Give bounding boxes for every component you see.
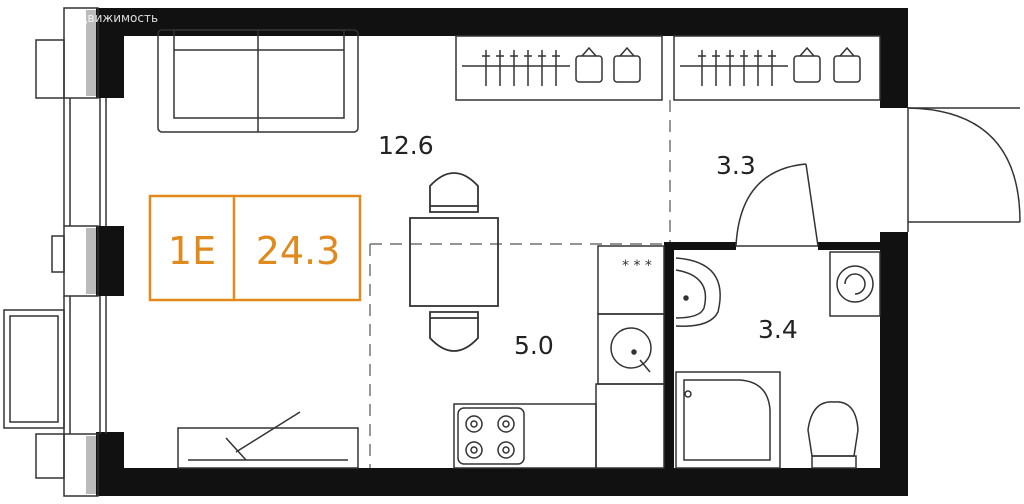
room-area-bathroom: 3.4: [758, 315, 798, 344]
sofa: [157, 29, 359, 133]
room-area-hall: 3.3: [716, 151, 756, 180]
apartment-tag-frame: [148, 194, 362, 302]
entrance-door: [907, 107, 1021, 232]
bathroom-door: [735, 163, 819, 247]
dining-table: [409, 172, 499, 352]
wardrobe-left: [455, 35, 663, 101]
outer-walls: [96, 8, 908, 496]
watermark-logo-icon: [7, 8, 25, 26]
interior-walls: [664, 242, 888, 468]
apartment-type: 1E: [168, 229, 216, 273]
apartment-total-area: 24.3: [256, 229, 341, 273]
window-hatch: [86, 10, 96, 494]
svg-text:* * *: * * *: [622, 258, 652, 274]
room-area-kitchen: 5.0: [514, 331, 554, 360]
watermark-text: недвижимость: [64, 11, 158, 25]
wardrobe-right: [673, 35, 881, 101]
room-area-living: 12.6: [378, 131, 434, 160]
apartment-tag: 1E 24.3: [148, 194, 362, 302]
tv-stand: [177, 411, 359, 469]
bathroom-fixtures: [675, 251, 881, 469]
zone-dividers: [369, 100, 671, 468]
window-frames: [3, 7, 107, 497]
kitchen-hob: * * *: [453, 245, 665, 469]
watermark-logo-icon: [43, 8, 61, 26]
watermark: недвижимость: [7, 8, 158, 26]
